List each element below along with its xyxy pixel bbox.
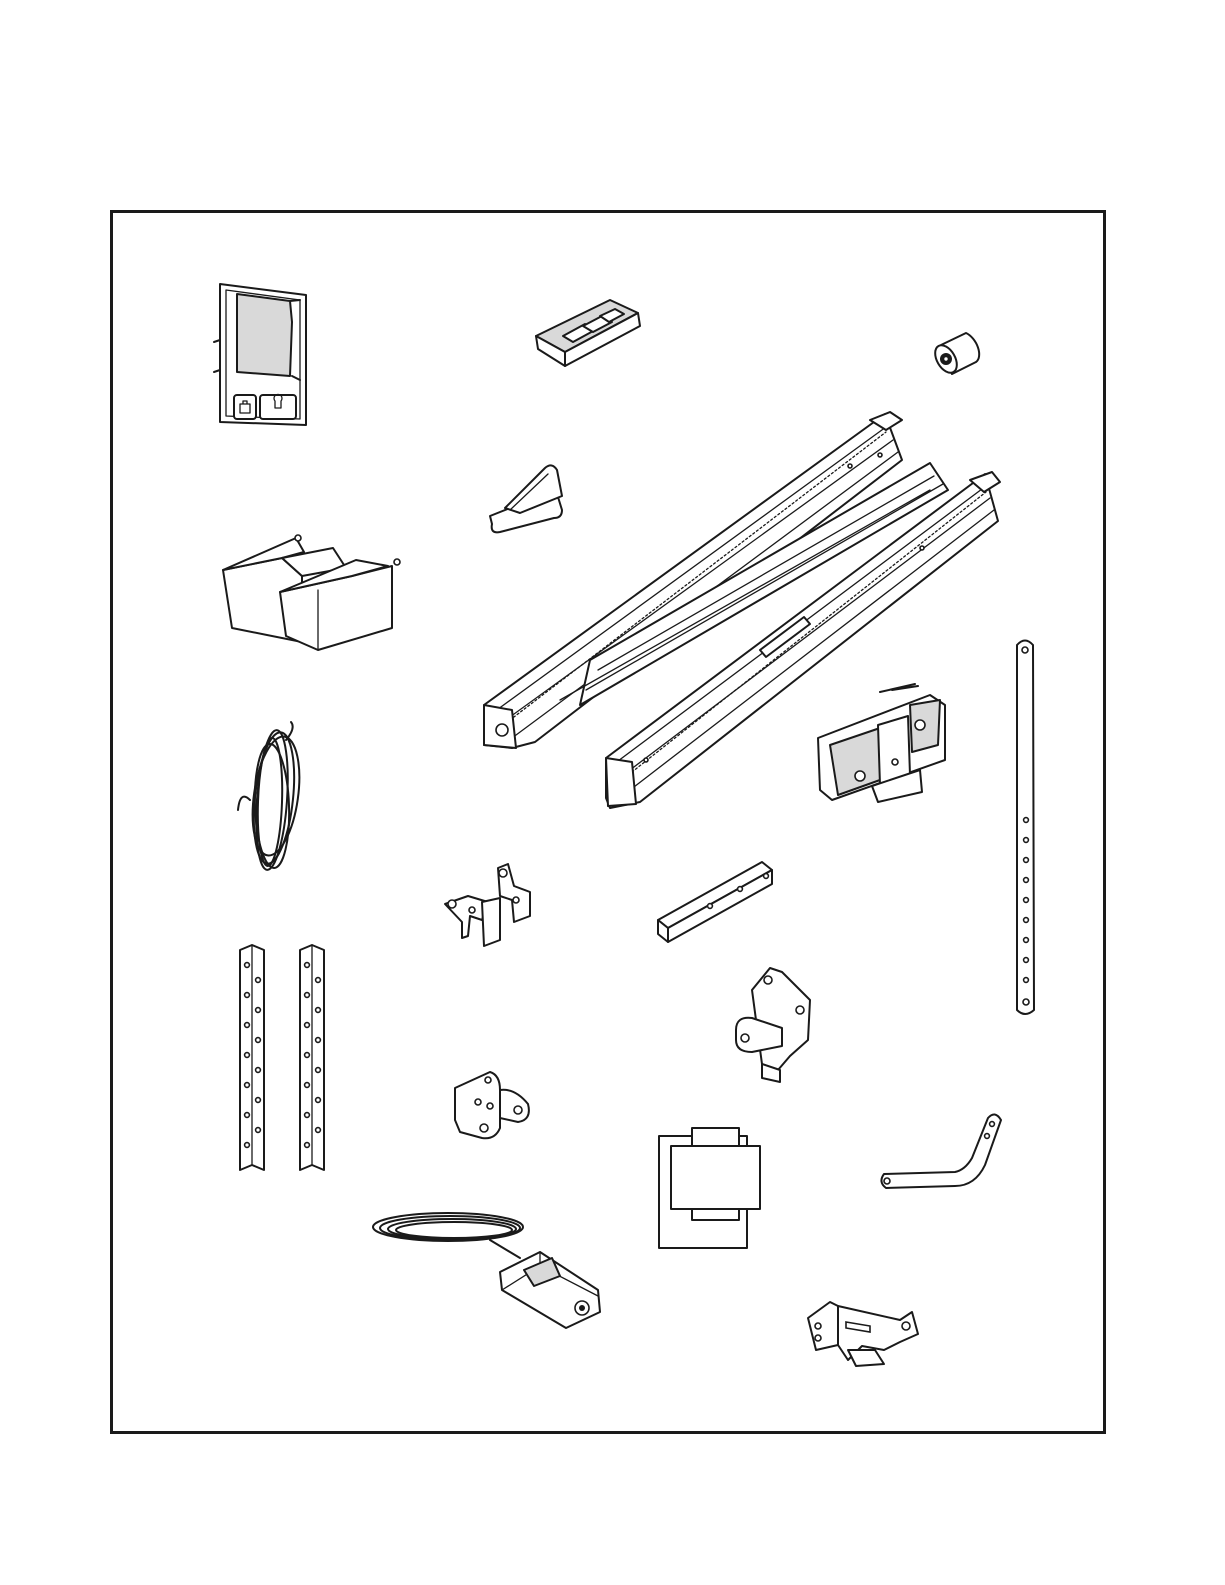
wall-control-icon xyxy=(214,284,306,425)
idler-bracket-icon xyxy=(736,968,810,1082)
curved-arm-icon xyxy=(881,1114,1001,1188)
remote-icon xyxy=(536,300,640,366)
channel-icon xyxy=(658,862,772,942)
light-lens-icon xyxy=(223,535,400,650)
bag-icon xyxy=(659,1128,760,1248)
trolley-icon xyxy=(818,684,945,802)
clip-icon xyxy=(490,465,562,532)
wire-coil-icon xyxy=(238,722,306,871)
angle-bracket-icon xyxy=(240,945,324,1170)
coupler-icon xyxy=(931,333,980,376)
door-bracket-icon xyxy=(455,1072,529,1138)
sensor-bracket-icon xyxy=(808,1302,918,1366)
sensor-icon xyxy=(373,1213,600,1328)
bracket-pair-icon xyxy=(445,864,530,946)
straight-arm-icon xyxy=(1017,641,1034,1015)
